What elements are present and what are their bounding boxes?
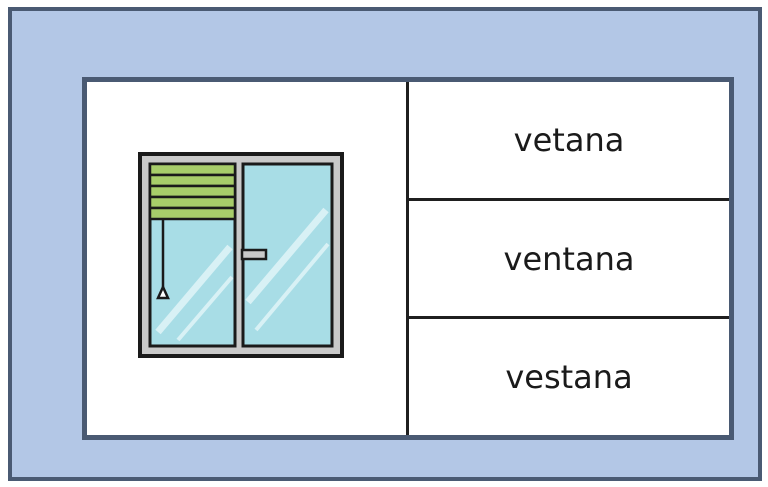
quiz-board: vetana ventana vestana [82,77,734,440]
picture-cell [87,82,409,435]
option-label: vestana [505,358,633,397]
option-label: vetana [513,120,625,159]
option-label: ventana [503,239,635,278]
option-ventana[interactable]: ventana [409,197,729,317]
option-vetana[interactable]: vetana [409,82,729,198]
option-vestana[interactable]: vestana [409,316,729,435]
answer-options: vetana ventana vestana [409,82,729,435]
window-with-blind-icon [138,152,344,358]
card-frame: vetana ventana vestana [8,7,762,481]
